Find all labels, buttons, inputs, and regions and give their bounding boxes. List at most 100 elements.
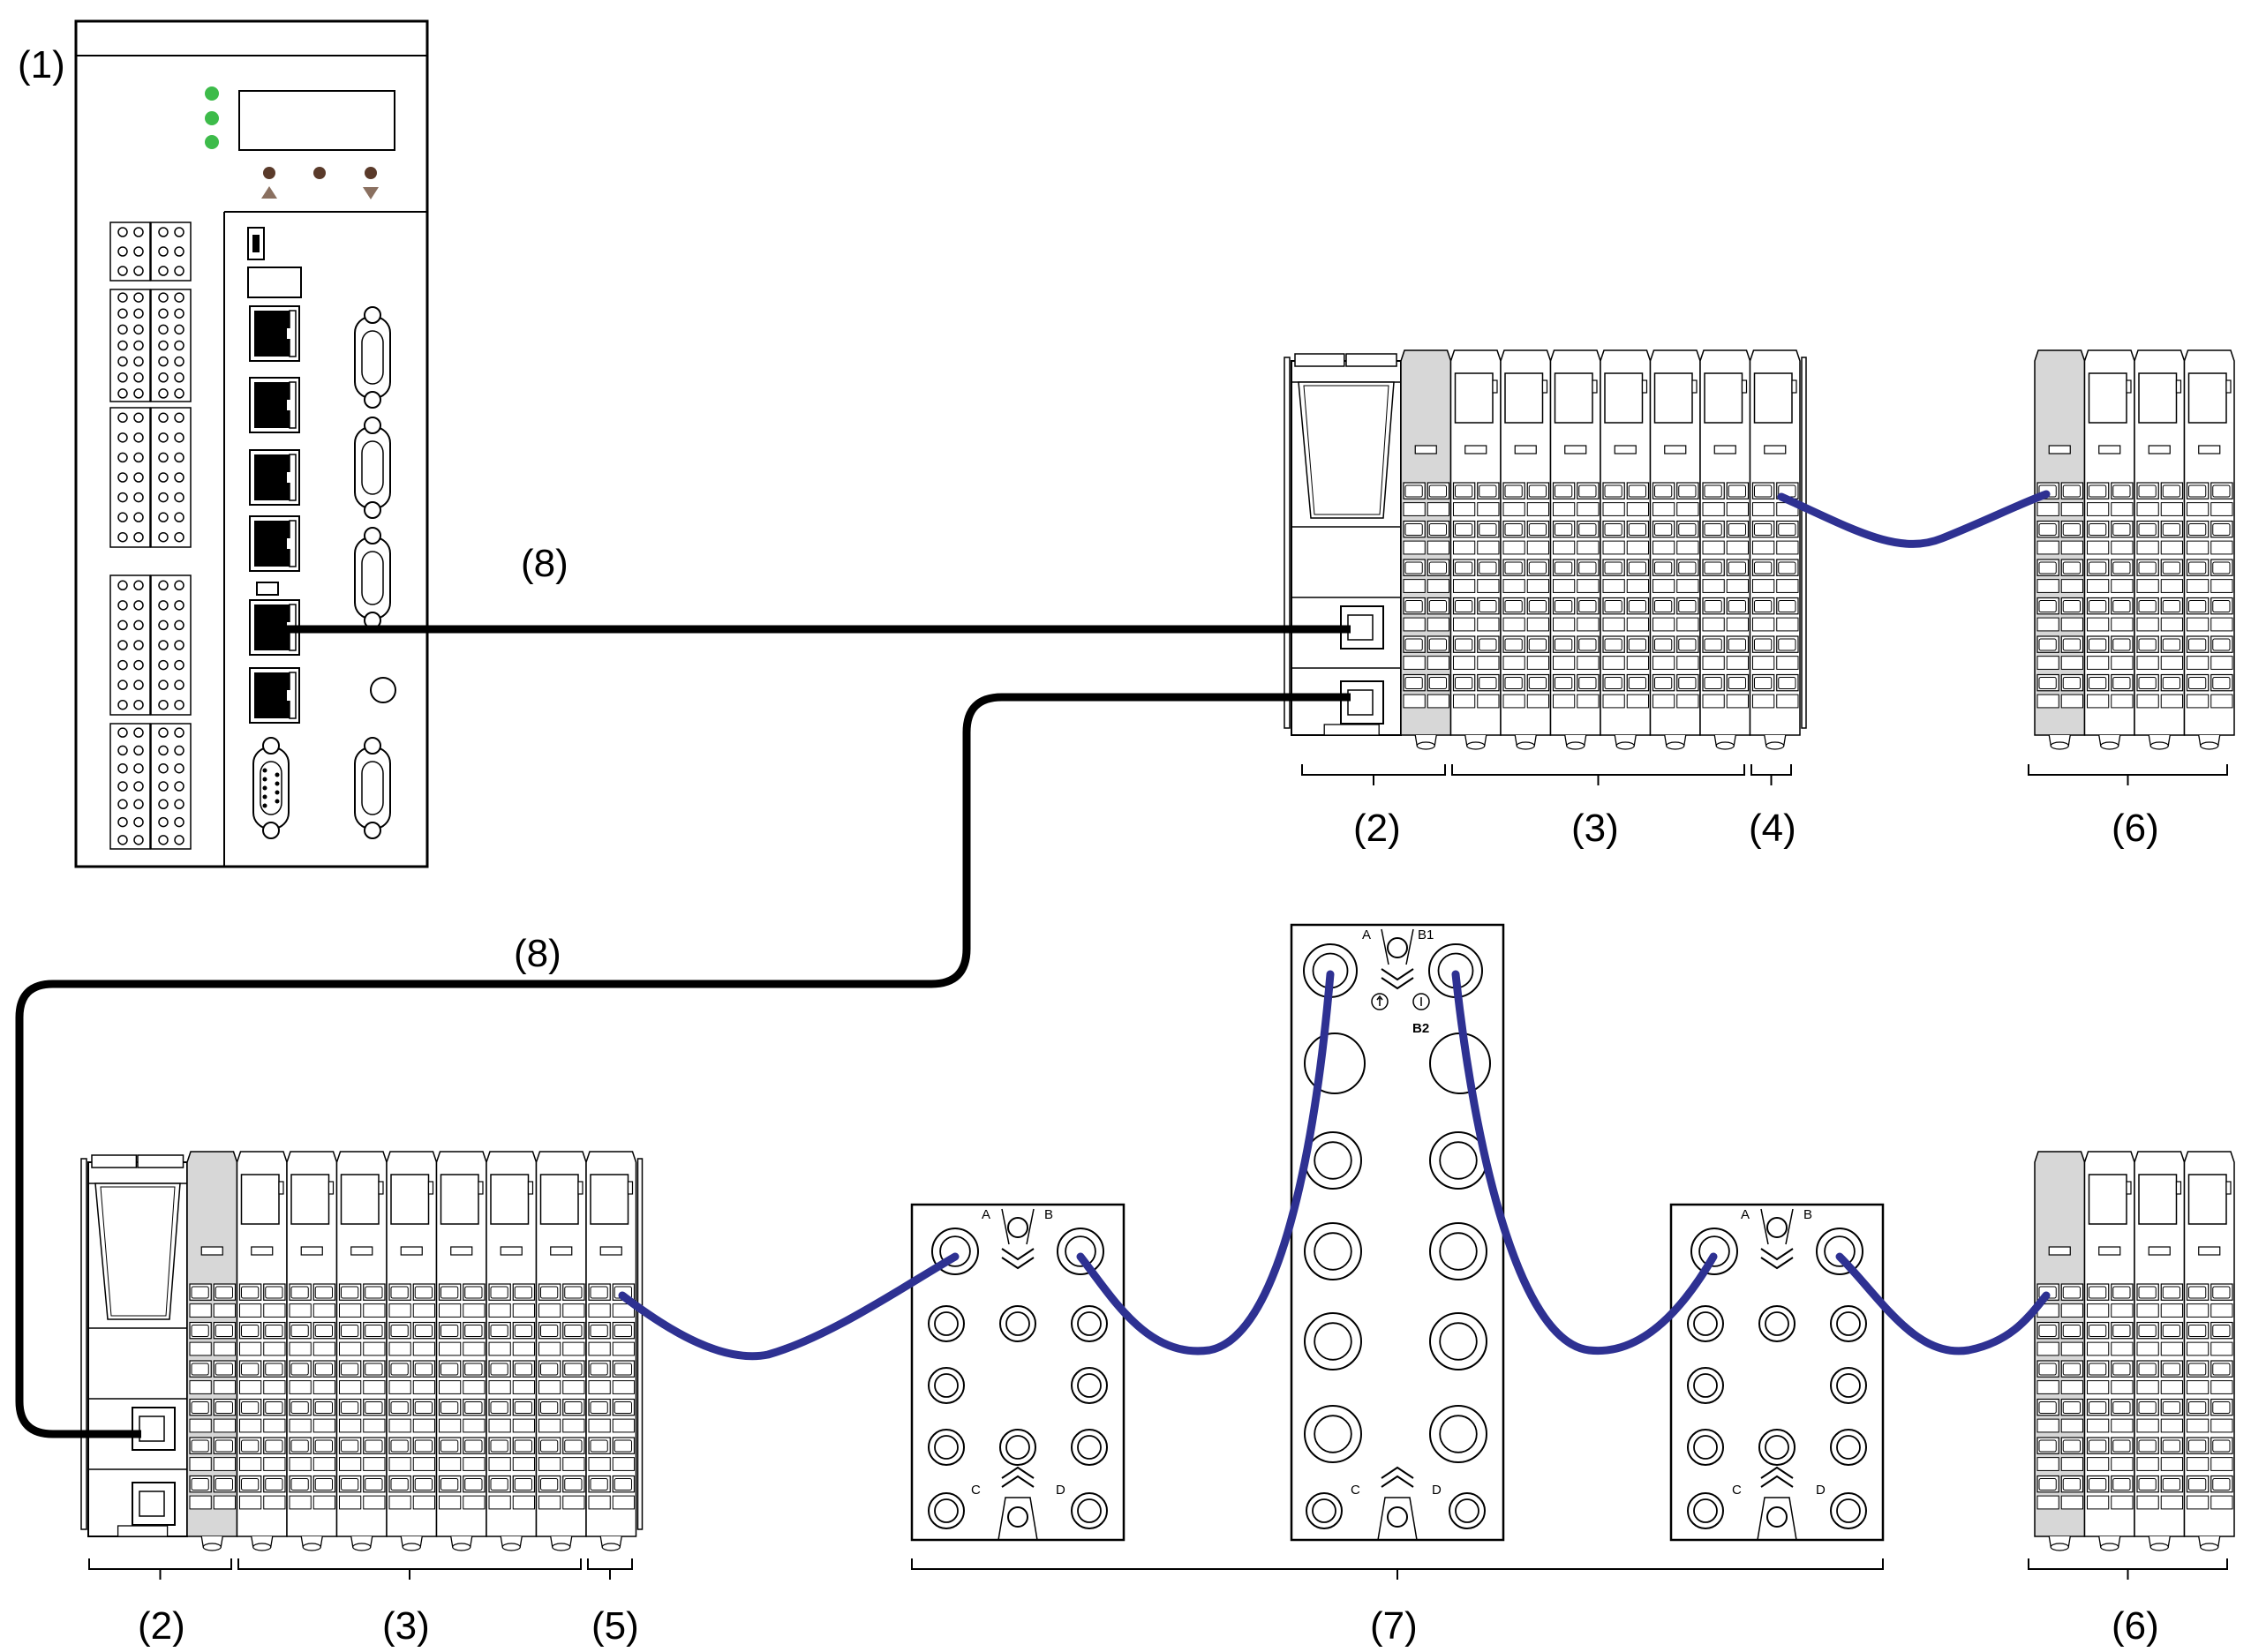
rj45-port xyxy=(249,305,300,362)
terminal-block xyxy=(150,407,192,548)
port-label-c: C xyxy=(1351,1483,1360,1498)
chevron-down-icon xyxy=(1381,968,1414,990)
port-label-b: B xyxy=(1803,1207,1812,1222)
callout-bracket xyxy=(2028,1558,2228,1570)
chevron-up-icon xyxy=(1001,1466,1035,1488)
m12-port xyxy=(1830,1367,1867,1404)
extension-cables xyxy=(618,490,2051,1361)
chevron-down-icon xyxy=(1760,1248,1794,1270)
label-bus-extension-transmitter: (4) xyxy=(1749,807,1796,850)
io-slice-module xyxy=(1600,349,1652,750)
db9-connector xyxy=(252,737,290,839)
m12-port xyxy=(1304,1222,1362,1280)
controller-ethernet-ports xyxy=(249,305,300,724)
io-slice-module xyxy=(2083,349,2135,750)
extension-cable-bottom-3 xyxy=(1451,970,1718,1355)
label-ethernet-cable-bottom: (8) xyxy=(514,932,561,975)
io-slice-module xyxy=(286,1151,338,1551)
controller-knob xyxy=(370,677,396,703)
m12-port xyxy=(999,1305,1036,1342)
rj45-port xyxy=(249,599,300,656)
io-slice-module xyxy=(186,1151,238,1551)
terminal-block xyxy=(150,222,192,282)
bottom-remote-bank xyxy=(2034,1151,2235,1551)
callout-bracket xyxy=(587,1558,633,1570)
chevron-down-icon xyxy=(1001,1248,1035,1270)
m12-port xyxy=(928,1305,965,1342)
mounting-hole xyxy=(1007,1217,1028,1238)
m12-port xyxy=(1429,1222,1487,1280)
terminal-block xyxy=(150,723,192,850)
port-label-d: D xyxy=(1432,1483,1442,1498)
m12-port xyxy=(1687,1305,1724,1342)
port-label-d: D xyxy=(1816,1483,1826,1498)
controller-terminal-blocks xyxy=(109,222,192,850)
rj45-port xyxy=(249,377,300,433)
top-rack xyxy=(1284,349,1807,750)
m12-port xyxy=(928,1429,965,1466)
m12-port xyxy=(1830,1429,1867,1466)
controller-buttons xyxy=(261,167,379,199)
extension-cable-top xyxy=(1777,490,2051,548)
db9-connector xyxy=(354,306,391,409)
terminal-block xyxy=(150,289,192,402)
extension-cable-bottom-2 xyxy=(1076,970,1335,1355)
port-label-a: A xyxy=(982,1207,990,1222)
m12-port xyxy=(1758,1305,1796,1342)
callout-bracket xyxy=(2028,764,2228,776)
io-slice-module xyxy=(2134,1151,2186,1551)
down-arrow-icon xyxy=(363,187,379,199)
rj45-port xyxy=(249,667,300,724)
bus-coupler xyxy=(1291,353,1402,736)
mounting-hole xyxy=(1766,1506,1788,1528)
label-bus-coupler-top: (2) xyxy=(1353,807,1401,850)
io-slice-module xyxy=(585,1151,637,1551)
port-label-b: B xyxy=(1044,1207,1053,1222)
m12-port xyxy=(1690,1228,1738,1275)
m12-port xyxy=(1304,1405,1362,1463)
extension-cable-bottom-4 xyxy=(1835,1252,2051,1355)
end-plate xyxy=(1801,357,1807,729)
io-slice-module xyxy=(1549,349,1601,750)
label-remote-bank-bottom: (6) xyxy=(2112,1604,2159,1648)
m12-port xyxy=(928,1367,965,1404)
callout-brackets xyxy=(88,764,2228,1580)
m12-port xyxy=(1304,1032,1366,1094)
bus-coupler xyxy=(87,1154,188,1537)
m12-port xyxy=(1304,1312,1362,1370)
m12-port xyxy=(1304,1131,1362,1190)
label-io-modules-bottom: (3) xyxy=(382,1604,430,1648)
end-plate xyxy=(1284,357,1291,729)
io-slice-module xyxy=(386,1151,438,1551)
terminal-block xyxy=(109,222,151,282)
io-slice-module xyxy=(1649,349,1701,750)
m12-port xyxy=(999,1429,1036,1466)
label-ethernet-cable-top: (8) xyxy=(521,542,568,585)
io-slice-module xyxy=(2183,349,2235,750)
m12-port xyxy=(1071,1429,1108,1466)
label-controller: (1) xyxy=(18,43,65,86)
port-label-c: C xyxy=(1732,1483,1742,1498)
callout-bracket xyxy=(88,1558,232,1570)
io-slice-module xyxy=(2034,349,2086,750)
io-slice-module xyxy=(1400,349,1452,750)
controller-display xyxy=(238,90,395,151)
m12-port xyxy=(1306,1492,1343,1529)
distribution-box-left: A B C D xyxy=(910,1203,1126,1542)
end-plate xyxy=(636,1158,644,1530)
mounting-hole xyxy=(1387,1506,1408,1528)
m12-port xyxy=(1429,1405,1487,1463)
io-slice-module xyxy=(2034,1151,2086,1551)
sd-card-slot xyxy=(247,267,302,298)
chevron-up-icon xyxy=(1381,1466,1414,1488)
m12-port xyxy=(928,1492,965,1529)
m12-port xyxy=(1687,1429,1724,1466)
io-slice-module xyxy=(1449,349,1502,750)
io-slice-module xyxy=(535,1151,587,1551)
io-slice-module xyxy=(1500,349,1552,750)
port-label-a: A xyxy=(1741,1207,1750,1222)
terminal-block xyxy=(109,407,151,548)
label-bus-coupler-bottom: (2) xyxy=(138,1604,185,1648)
io-slice-module xyxy=(335,1151,388,1551)
